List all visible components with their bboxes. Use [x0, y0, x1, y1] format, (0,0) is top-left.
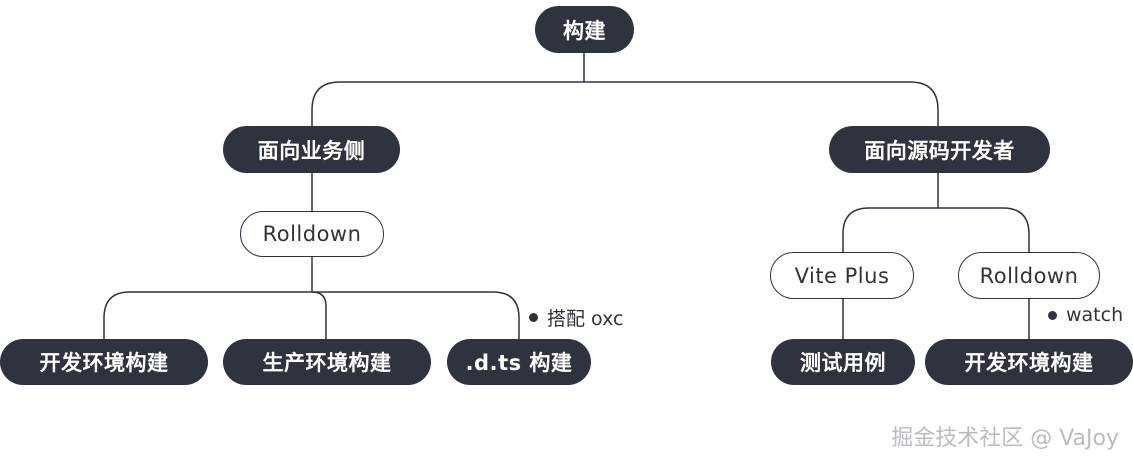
line-left-split-1 [103, 291, 312, 339]
node-business-side: 面向业务侧 [223, 126, 400, 173]
bullet-dot [1048, 310, 1057, 320]
watermark: 掘金技术社区 @ VaJoy [891, 426, 1119, 451]
node-dev-build-right: 开发环境构建 [925, 339, 1133, 385]
note-with-oxc: 搭配 oxc [529, 304, 623, 331]
node-dev-build-left: 开发环境构建 [0, 339, 208, 385]
line-root-right [584, 81, 939, 126]
node-build-root: 构建 [535, 6, 634, 53]
line-root-left [311, 81, 584, 126]
node-rolldown-left: Rolldown [240, 211, 384, 257]
node-vite-plus: Vite Plus [770, 252, 914, 299]
note-watch-text: watch [1066, 304, 1124, 326]
node-test-cases: 测试用例 [771, 339, 915, 385]
line-left-split-2 [311, 291, 327, 339]
node-rolldown-right: Rolldown [958, 252, 1100, 299]
line-right-split-1 [842, 207, 938, 253]
node-prod-build: 生产环境构建 [223, 339, 431, 385]
node-source-developer: 面向源码开发者 [829, 126, 1050, 173]
bullet-dot [529, 313, 538, 322]
line-left-split-3 [312, 291, 520, 339]
node-dts-build: .d.ts 构建 [447, 339, 591, 385]
note-watch: watch [1048, 304, 1123, 326]
note-with-oxc-text: 搭配 oxc [547, 308, 624, 330]
line-right-split-2 [938, 207, 1030, 253]
